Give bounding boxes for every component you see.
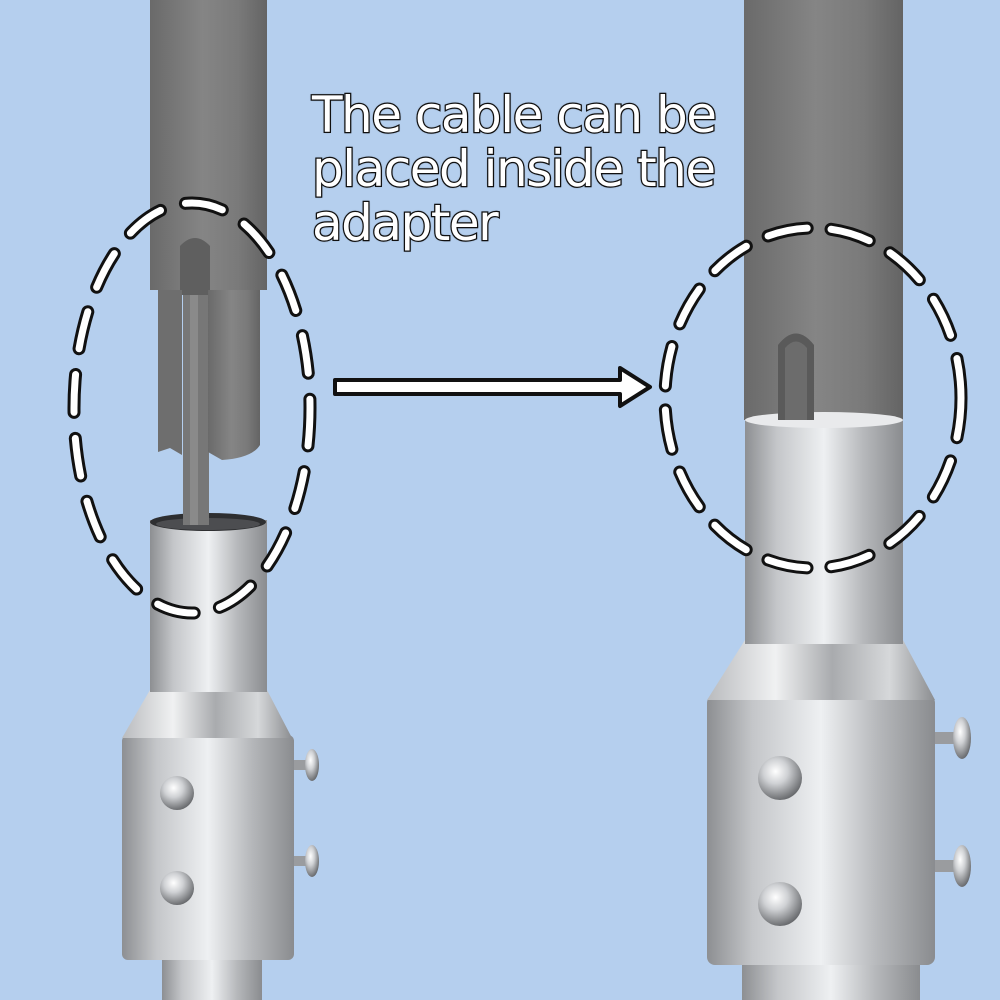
side-screw-icon [935, 845, 971, 887]
screw-icon [160, 776, 194, 810]
screw-icon [758, 882, 802, 926]
side-screw-icon [935, 717, 971, 759]
screw-icon [160, 871, 194, 905]
caption-text: The cable can be placed inside the adapt… [311, 86, 732, 252]
left-assembly [122, 0, 319, 1000]
right-assembly [707, 0, 971, 1000]
side-screw-icon [294, 749, 319, 781]
caption-line-1: The cable can be [311, 86, 719, 144]
direction-arrow-icon [333, 366, 652, 408]
caption-line-3: adapter [311, 194, 500, 252]
side-screw-icon [294, 845, 319, 877]
screw-icon [758, 756, 802, 800]
caption-line-2: placed inside the [311, 140, 718, 198]
